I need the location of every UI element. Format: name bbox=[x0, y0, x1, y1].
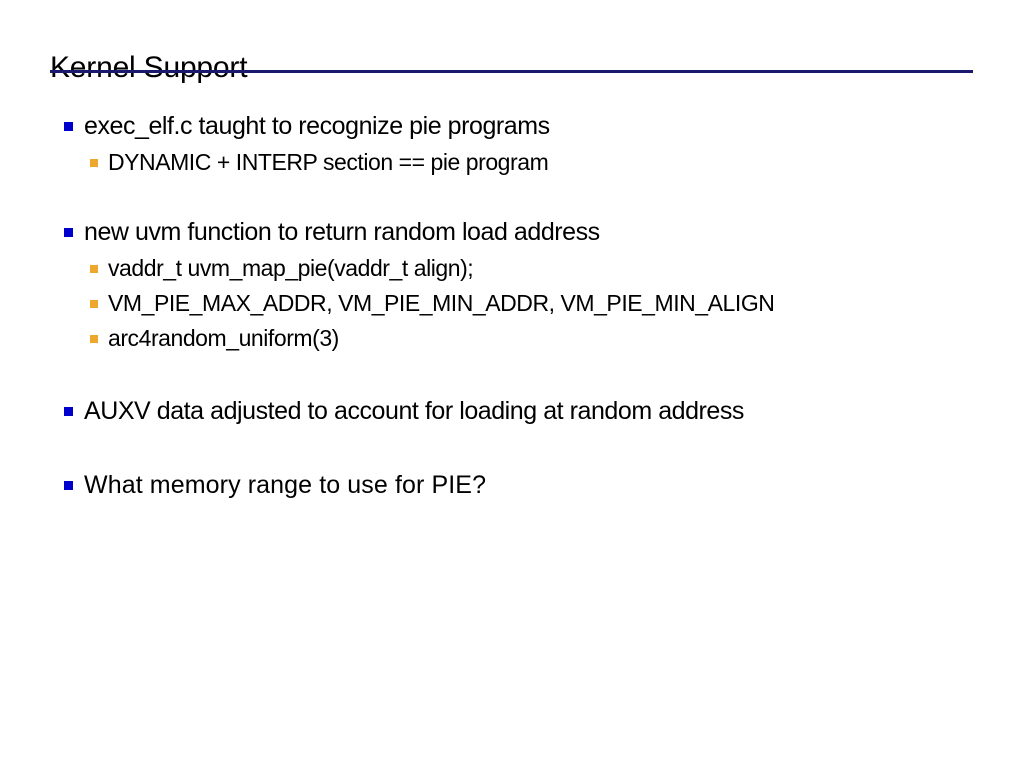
list-item-label: DYNAMIC + INTERP section == pie program bbox=[108, 149, 549, 175]
list-item: AUXV data adjusted to account for loadin… bbox=[0, 393, 1024, 430]
list-item: What memory range to use for PIE? bbox=[0, 467, 1024, 504]
list-item-label: exec_elf.c taught to recognize pie progr… bbox=[84, 112, 550, 140]
list-item: VM_PIE_MAX_ADDR, VM_PIE_MIN_ADDR, VM_PIE… bbox=[0, 286, 1024, 321]
bullet-square-icon bbox=[90, 335, 98, 343]
group-spacer bbox=[0, 180, 1024, 214]
list-item-label: VM_PIE_MAX_ADDR, VM_PIE_MIN_ADDR, VM_PIE… bbox=[108, 290, 775, 316]
list-item-label: AUXV data adjusted to account for loadin… bbox=[84, 397, 744, 425]
title-underline-rule bbox=[50, 70, 973, 73]
list-item: exec_elf.c taught to recognize pie progr… bbox=[0, 108, 1024, 145]
bullet-list: exec_elf.c taught to recognize pie progr… bbox=[0, 108, 1024, 504]
list-item: vaddr_t uvm_map_pie(vaddr_t align); bbox=[0, 251, 1024, 286]
list-item: DYNAMIC + INTERP section == pie program bbox=[0, 145, 1024, 180]
group-spacer bbox=[0, 430, 1024, 467]
bullet-square-icon bbox=[90, 159, 98, 167]
list-item: arc4random_uniform(3) bbox=[0, 321, 1024, 356]
list-item: new uvm function to return random load a… bbox=[0, 214, 1024, 251]
bullet-square-icon bbox=[64, 122, 73, 131]
bullet-square-icon bbox=[90, 300, 98, 308]
list-item-label: vaddr_t uvm_map_pie(vaddr_t align); bbox=[108, 255, 474, 281]
bullet-square-icon bbox=[64, 228, 73, 237]
list-item-label: What memory range to use for PIE? bbox=[84, 471, 487, 499]
group-spacer bbox=[0, 356, 1024, 393]
page-title: Kernel Support bbox=[50, 51, 248, 85]
list-item-label: new uvm function to return random load a… bbox=[84, 218, 600, 246]
bullet-square-icon bbox=[64, 481, 73, 490]
bullet-square-icon bbox=[90, 265, 98, 273]
list-item-label: arc4random_uniform(3) bbox=[108, 325, 339, 351]
bullet-square-icon bbox=[64, 407, 73, 416]
